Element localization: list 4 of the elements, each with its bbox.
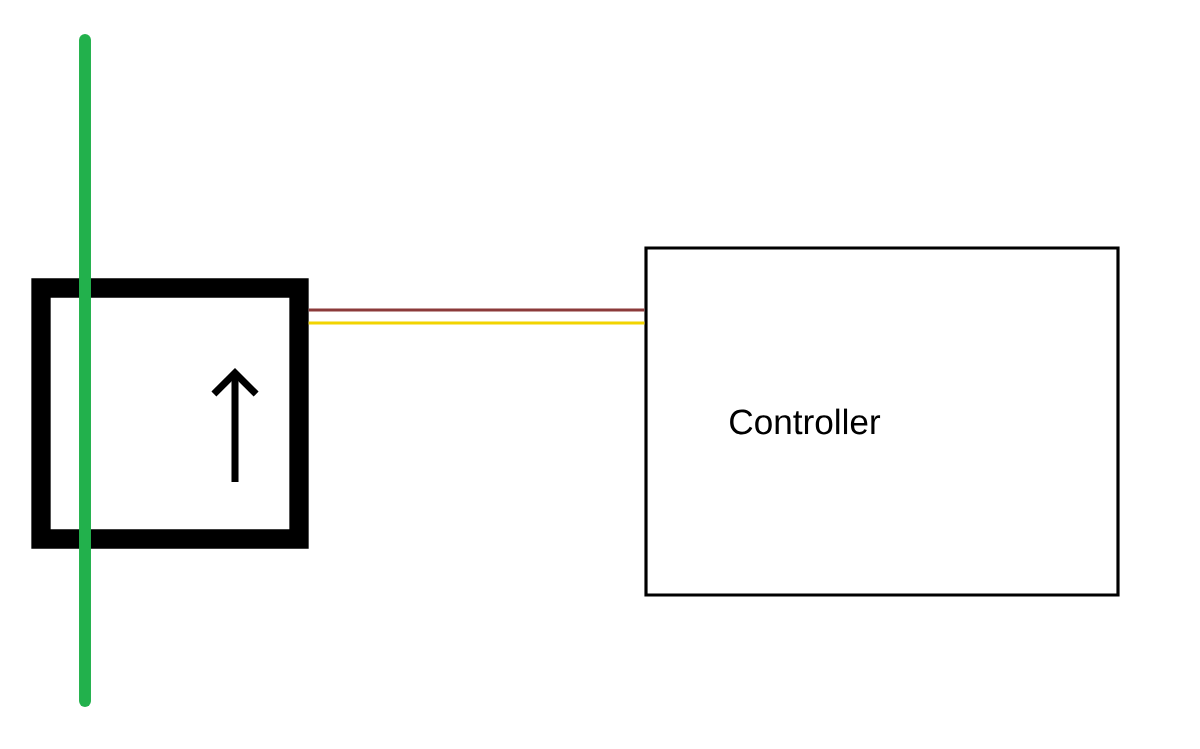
wire — [308, 308, 645, 312]
wire — [308, 321, 645, 325]
controller-box: Controller — [644, 246, 1120, 597]
sensor-box — [31, 278, 309, 549]
